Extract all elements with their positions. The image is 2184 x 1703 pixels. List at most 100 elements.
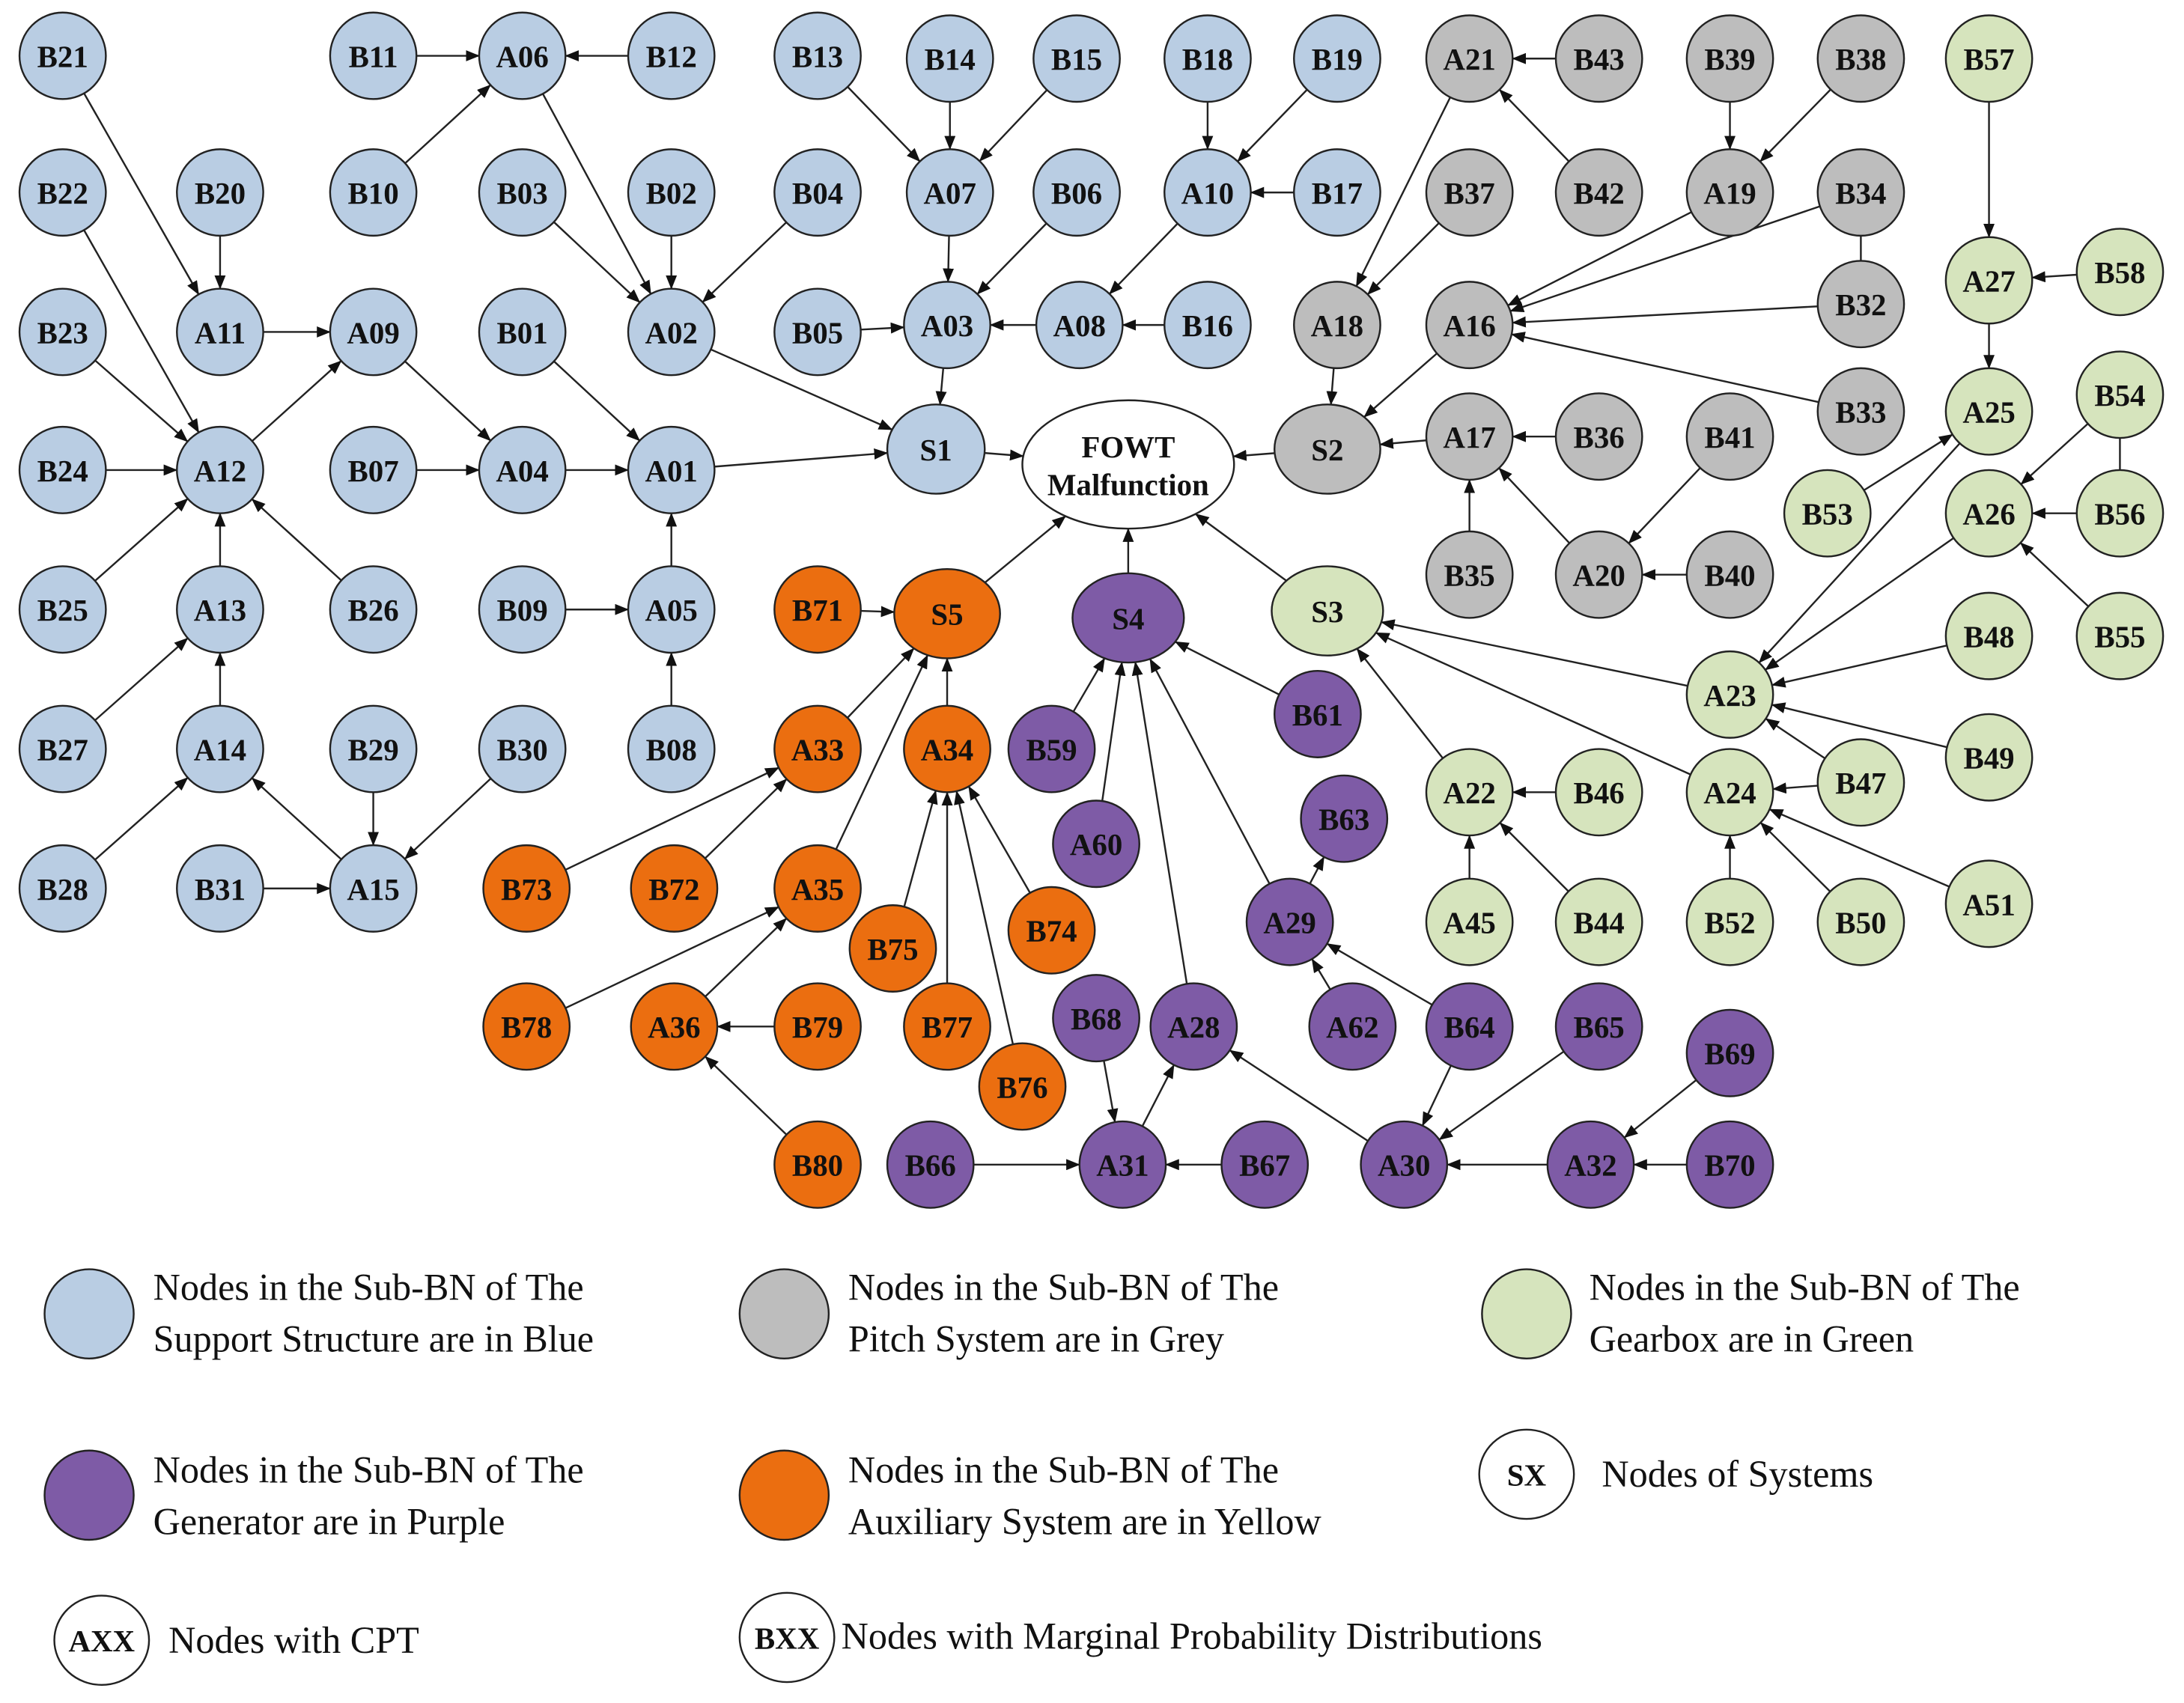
- edge-a36-to-a35: [705, 918, 788, 998]
- node-label-b55: B55: [2094, 621, 2145, 654]
- node-label-b07: B07: [347, 454, 398, 488]
- node-shape-b04: [773, 148, 862, 237]
- edge-b23-to-a12: [94, 359, 189, 442]
- node-shape-s1: [886, 403, 986, 495]
- edge-b30-to-a15: [404, 778, 492, 860]
- node-label-b22: B22: [37, 177, 88, 210]
- node-label-b70: B70: [1704, 1149, 1755, 1183]
- node-b55: B55: [2075, 591, 2165, 680]
- edge-a02-to-s1: [710, 348, 893, 431]
- node-label-b59: B59: [1026, 733, 1077, 767]
- node-label-b56: B56: [2094, 498, 2145, 531]
- edge-b06-to-a03: [976, 222, 1047, 295]
- node-shape-a13: [176, 565, 264, 654]
- legend-marginal-symbol: BXX: [755, 1621, 820, 1655]
- edge-b47-to-a23: [1765, 718, 1826, 760]
- node-b69: B69: [1685, 1008, 1774, 1097]
- node-label-b48: B48: [1963, 621, 2014, 654]
- node-b74: B74: [1007, 886, 1096, 975]
- node-label-b31: B31: [195, 873, 246, 907]
- node-shape-a07: [905, 148, 994, 237]
- node-a60: A60: [1052, 799, 1140, 889]
- node-b02: B02: [627, 148, 716, 237]
- edge-b78-to-a35: [565, 906, 779, 1009]
- edge-b21-to-a11: [83, 93, 200, 296]
- node-shape-b38: [1816, 14, 1905, 103]
- node-shape-b25: [18, 565, 107, 654]
- node-b12: B12: [627, 11, 716, 100]
- node-shape-b55: [2075, 591, 2165, 680]
- node-shape-b13: [773, 11, 862, 100]
- edge-b58-to-a27: [2031, 271, 2077, 283]
- node-shape-b44: [1554, 877, 1643, 966]
- edge-a15-to-a14: [251, 777, 342, 860]
- legend-marginal-text-line1: Nodes with Marginal Probability Distribu…: [842, 1615, 1542, 1657]
- node-b07: B07: [329, 425, 418, 514]
- node-shape-b30: [478, 704, 567, 793]
- node-shape-b78: [482, 982, 571, 1071]
- node-shape-a33: [773, 704, 862, 793]
- node-shape-b69: [1685, 1008, 1774, 1097]
- legend-blue-swatch: [43, 1268, 135, 1359]
- node-s5: S5: [893, 567, 1001, 659]
- node-b26: B26: [329, 565, 418, 654]
- node-b13: B13: [773, 11, 862, 100]
- edge-a22-to-s3: [1356, 648, 1444, 759]
- node-shape-b20: [176, 148, 264, 237]
- node-a28: A28: [1149, 982, 1238, 1071]
- node-shape-a09: [329, 287, 418, 377]
- node-shape-a25: [1944, 367, 2034, 456]
- legend-systems-text-line1: Nodes of Systems: [1602, 1453, 1873, 1495]
- node-shape-b10: [329, 148, 418, 237]
- node-b36: B36: [1554, 392, 1643, 481]
- node-label-b61: B61: [1292, 698, 1343, 732]
- node-label-a18: A18: [1311, 309, 1363, 343]
- node-shape-a06: [478, 11, 567, 100]
- node-label-a27: A27: [1962, 264, 2015, 298]
- node-shape-a24: [1685, 748, 1774, 837]
- edge-a03-to-s1: [935, 368, 947, 406]
- node-label-a04: A04: [496, 454, 548, 488]
- edge-b61-to-s4: [1174, 641, 1280, 695]
- node-label-b01: B01: [497, 316, 548, 350]
- node-shape-b72: [630, 844, 719, 933]
- node-label-b19: B19: [1312, 43, 1363, 76]
- node-a02: A02: [627, 287, 716, 377]
- node-shape-b33: [1816, 367, 1905, 456]
- node-label-b39: B39: [1704, 43, 1755, 76]
- edge-a16-to-s2: [1363, 353, 1438, 418]
- legend-systems-symbol: SX: [1507, 1458, 1547, 1492]
- node-a01: A01: [627, 425, 716, 514]
- node-b31: B31: [176, 844, 264, 933]
- node-label-line2-fowt: Malfunction: [1047, 468, 1209, 502]
- edge-a24-to-s3: [1375, 632, 1691, 776]
- edge-b65-to-a30: [1438, 1050, 1565, 1141]
- edge-b69-to-a32: [1623, 1079, 1697, 1139]
- node-b71: B71: [773, 565, 862, 654]
- node-label-a19: A19: [1703, 177, 1756, 210]
- node-b52: B52: [1685, 877, 1774, 966]
- node-shape-b19: [1293, 14, 1381, 103]
- node-a32: A32: [1546, 1120, 1635, 1209]
- node-b24: B24: [18, 425, 107, 514]
- node-label-a03: A03: [921, 309, 973, 343]
- node-b65: B65: [1554, 982, 1643, 1071]
- legend-systems-swatch: [1478, 1428, 1575, 1520]
- edge-a31-to-a28: [1141, 1064, 1175, 1127]
- node-label-b30: B30: [497, 733, 548, 767]
- node-label-s5: S5: [931, 598, 963, 632]
- node-shape-b80: [773, 1120, 862, 1209]
- node-a04: A04: [478, 425, 567, 514]
- node-label-b72: B72: [648, 873, 699, 907]
- node-label-b32: B32: [1835, 288, 1886, 322]
- node-a25: A25: [1944, 367, 2034, 456]
- node-label-b15: B15: [1051, 43, 1102, 76]
- node-a10: A10: [1164, 148, 1252, 237]
- node-label-b74: B74: [1026, 915, 1077, 948]
- node-b76: B76: [978, 1042, 1067, 1131]
- node-shape-a51: [1944, 859, 2034, 948]
